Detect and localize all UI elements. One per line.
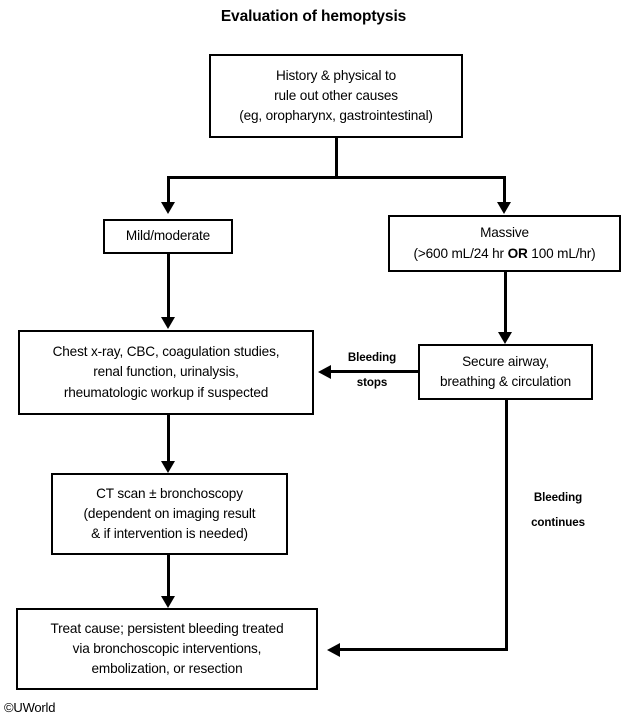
node-ct-line-1: CT scan ± bronchoscopy bbox=[96, 485, 243, 501]
connector-bleeding-continues-vertical bbox=[505, 400, 508, 651]
connector-bleeding-stops bbox=[331, 370, 418, 373]
arrowhead-bleeding-continues bbox=[327, 643, 340, 657]
connector-bleeding-continues-horizontal bbox=[340, 648, 508, 651]
connector-history-stem bbox=[335, 138, 338, 179]
massive-criteria-or: OR bbox=[507, 245, 528, 261]
node-mild-label: Mild/moderate bbox=[125, 228, 211, 244]
connector-branch-bar bbox=[167, 176, 505, 179]
connector-branch-left bbox=[167, 176, 170, 203]
node-workup-line-3: rheumatologic workup if suspected bbox=[63, 384, 269, 400]
edge-label-bleeding-stops-line-2: stops bbox=[356, 376, 388, 389]
node-massive: Massive (>600 mL/24 hr OR 100 mL/hr) bbox=[388, 215, 621, 272]
arrowhead-bleeding-stops bbox=[318, 365, 331, 379]
massive-criteria-suffix: 100 mL/hr) bbox=[527, 245, 596, 261]
node-history-line-2: rule out other causes bbox=[274, 87, 398, 103]
connector-branch-right bbox=[503, 176, 506, 203]
massive-criteria-prefix: (>600 mL/24 hr bbox=[413, 245, 508, 261]
arrowhead-to-workup bbox=[161, 317, 175, 329]
node-workup-line-2: renal function, urinalysis, bbox=[93, 364, 239, 380]
connector-workup-to-ct bbox=[167, 415, 170, 462]
arrowhead-to-mild-moderate bbox=[161, 202, 175, 214]
connector-mild-to-workup bbox=[167, 254, 170, 318]
connector-ct-to-treat bbox=[167, 555, 170, 598]
node-treat-line-1: Treat cause; persistent bleeding treated bbox=[50, 620, 284, 636]
arrowhead-to-massive bbox=[497, 202, 511, 214]
node-treat-line-3: embolization, or resection bbox=[91, 661, 243, 677]
node-treat-cause: Treat cause; persistent bleeding treated… bbox=[16, 608, 318, 690]
node-secure-airway: Secure airway, breathing & circulation bbox=[418, 344, 593, 400]
arrowhead-to-ct bbox=[161, 461, 175, 473]
arrowhead-to-airway bbox=[498, 332, 512, 344]
edge-label-bleeding-stops-line-1: Bleeding bbox=[347, 351, 397, 364]
edge-label-bleeding-continues-line-2: continues bbox=[531, 516, 585, 529]
node-ct-scan-bronchoscopy: CT scan ± bronchoscopy (dependent on ima… bbox=[51, 473, 288, 555]
node-history-and-physical: History & physical to rule out other cau… bbox=[209, 54, 463, 138]
node-ct-line-2: (dependent on imaging result bbox=[83, 505, 256, 521]
node-massive-label: Massive bbox=[480, 225, 529, 241]
node-ct-line-3: & if intervention is needed) bbox=[91, 526, 248, 542]
connector-massive-to-airway bbox=[504, 272, 507, 333]
node-mild-moderate: Mild/moderate bbox=[103, 219, 233, 254]
node-airway-line-2: breathing & circulation bbox=[439, 374, 572, 389]
page-title: Evaluation of hemoptysis bbox=[220, 8, 407, 25]
arrowhead-to-treat bbox=[161, 596, 175, 608]
edge-label-bleeding-continues-line-1: Bleeding bbox=[533, 491, 583, 504]
node-airway-line-1: Secure airway, bbox=[462, 353, 549, 369]
node-diagnostic-workup: Chest x-ray, CBC, coagulation studies, r… bbox=[18, 330, 314, 415]
uworld-credit: ©UWorld bbox=[4, 700, 56, 715]
node-workup-line-1: Chest x-ray, CBC, coagulation studies, bbox=[52, 344, 280, 360]
node-massive-criteria: (>600 mL/24 hr OR 100 mL/hr) bbox=[413, 244, 595, 264]
node-history-line-1: History & physical to bbox=[276, 67, 396, 83]
node-treat-line-2: via bronchoscopic interventions, bbox=[72, 640, 262, 656]
node-history-line-3: (eg, oropharynx, gastrointestinal) bbox=[239, 108, 433, 124]
